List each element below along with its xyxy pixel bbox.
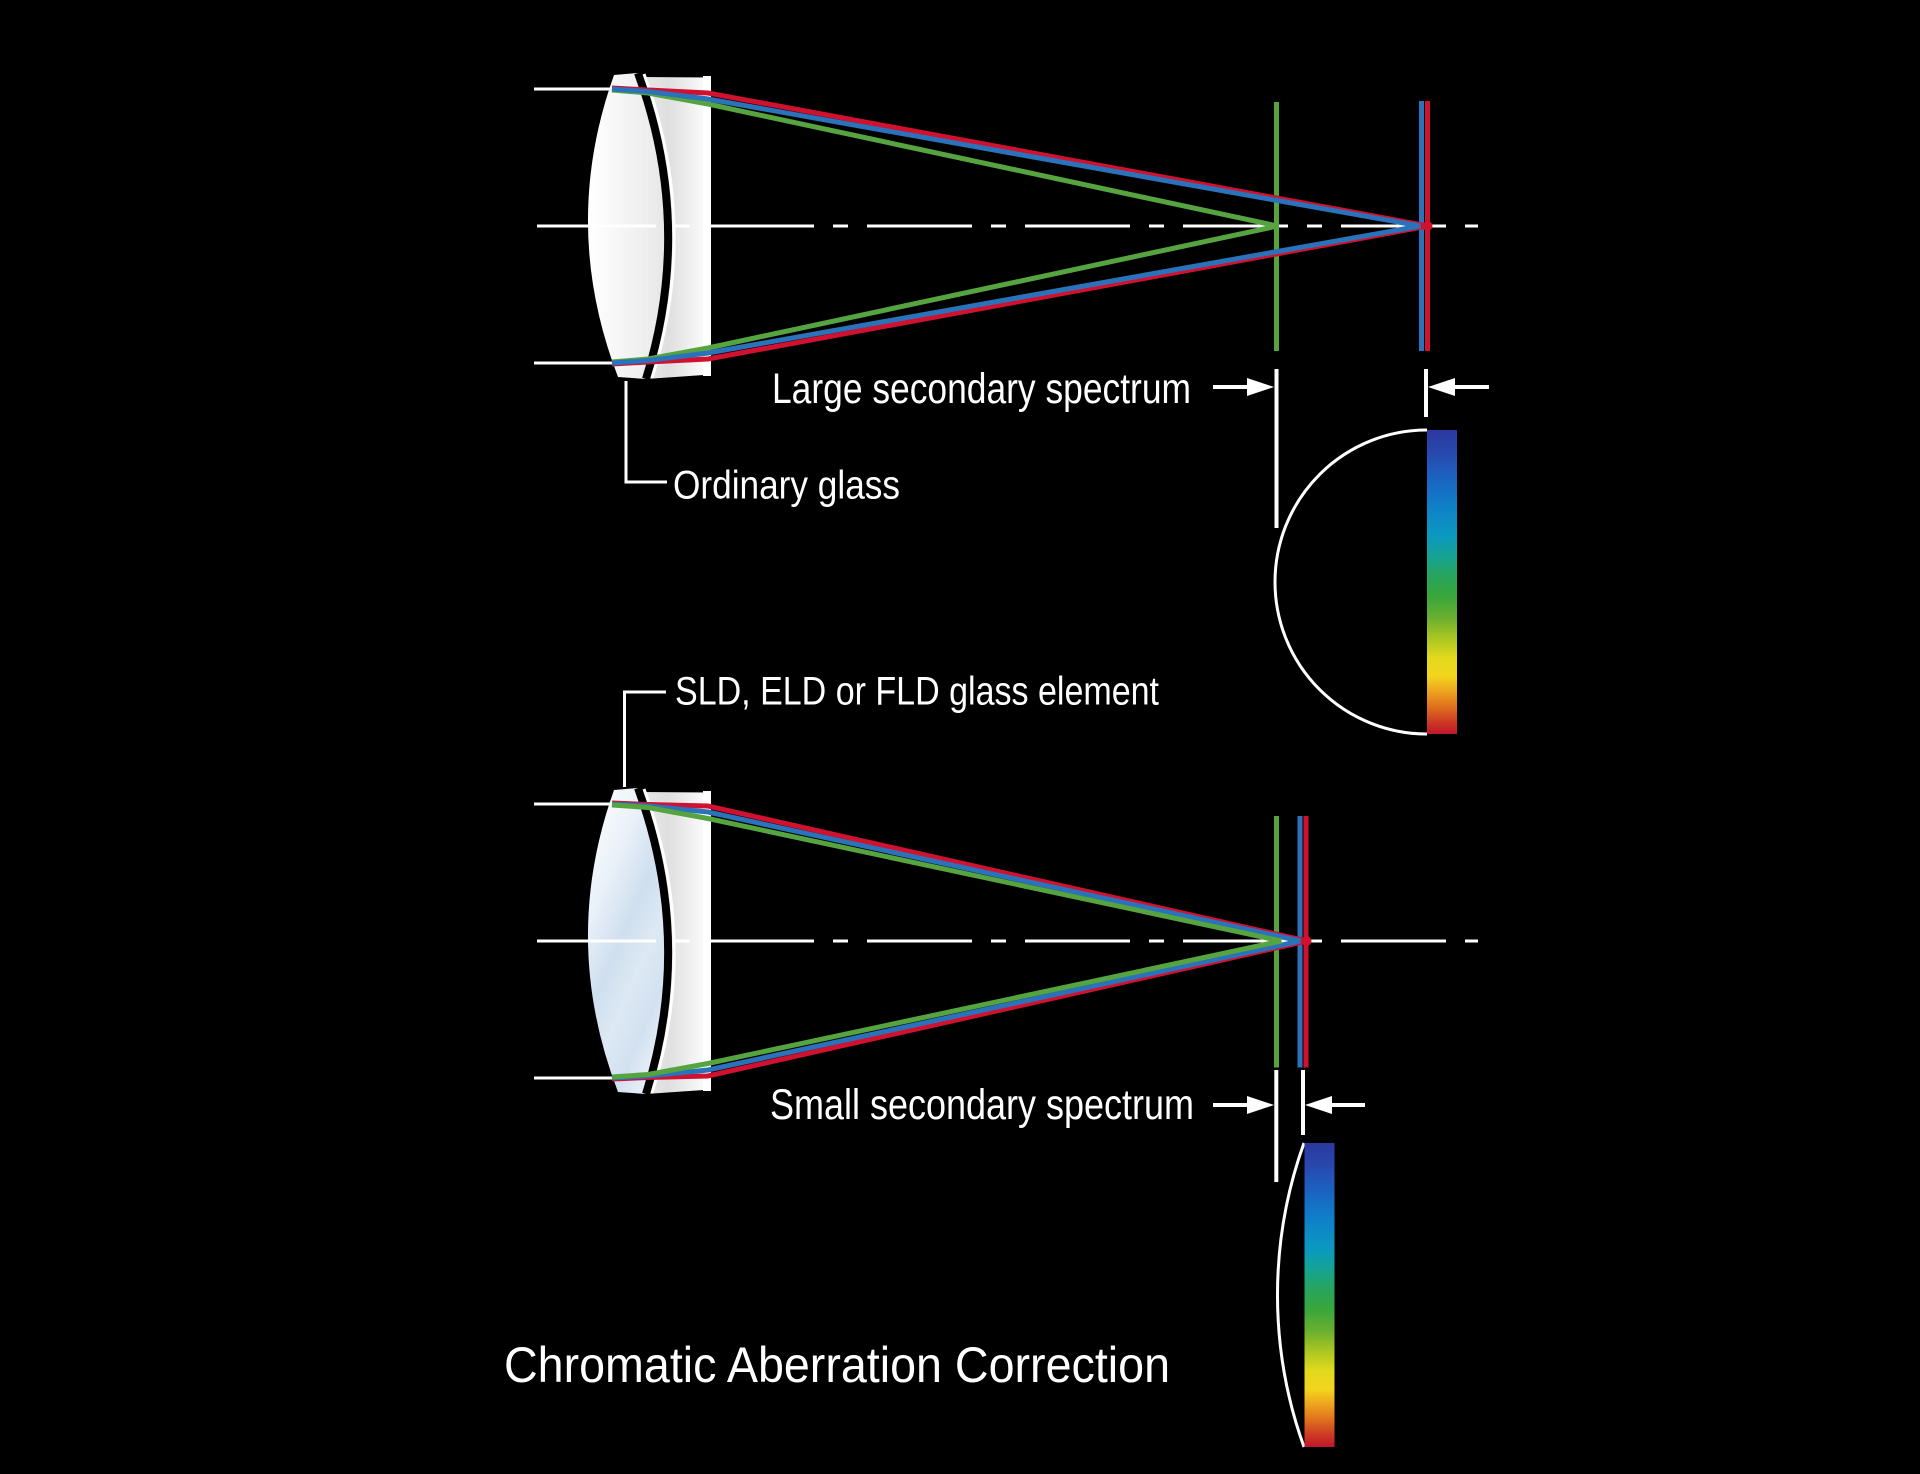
svg-text:SLD, ELD or FLD glass element: SLD, ELD or FLD glass element <box>675 670 1159 714</box>
svg-text:Small secondary spectrum: Small secondary spectrum <box>770 1081 1194 1129</box>
svg-text:Ordinary glass: Ordinary glass <box>673 464 900 508</box>
svg-text:Chromatic Aberration Correctio: Chromatic Aberration Correction <box>504 1337 1170 1393</box>
svg-text:Large secondary spectrum: Large secondary spectrum <box>772 365 1191 413</box>
